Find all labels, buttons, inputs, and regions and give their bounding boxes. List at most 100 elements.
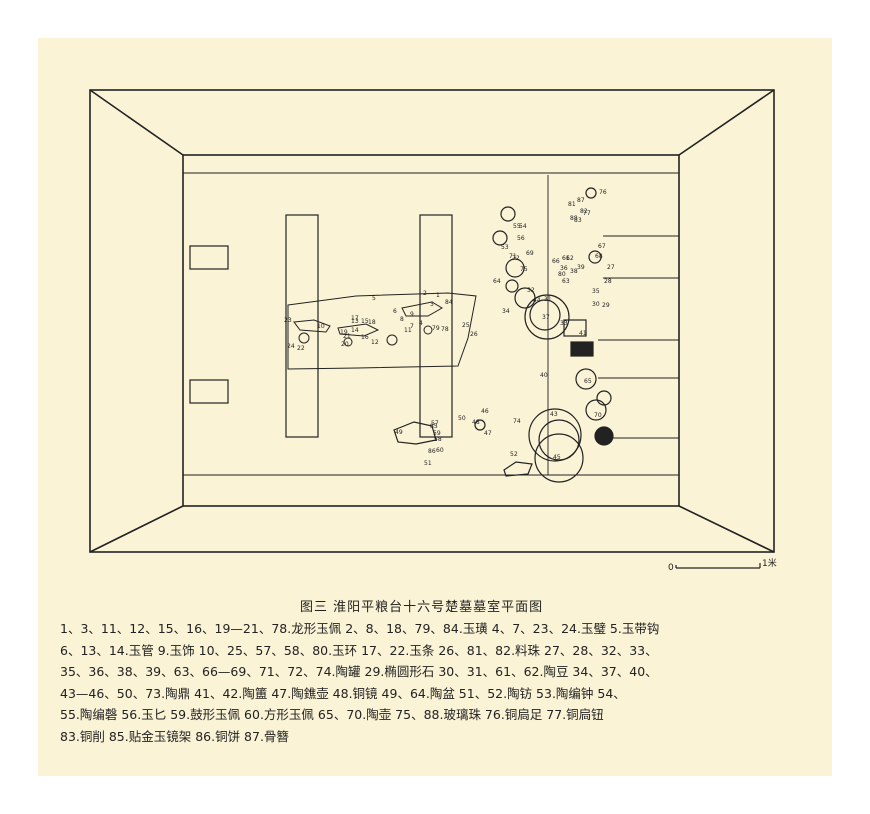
- artefact-label-55: 55: [513, 223, 521, 230]
- artefact-label-73: 73: [601, 435, 609, 442]
- artefact-label-45: 45: [553, 454, 561, 461]
- artefact-label-53: 53: [501, 244, 509, 251]
- figure-title: 图三 淮阳平粮台十六号楚墓墓室平面图: [300, 600, 544, 615]
- artefact-label-68: 68: [595, 253, 603, 260]
- artefact-label-83: 83: [574, 217, 582, 224]
- artefact-label-28: 28: [604, 278, 612, 285]
- scale-end: 1米: [762, 557, 777, 569]
- artefact-label-86: 86: [428, 448, 436, 455]
- artefact-label-63: 63: [562, 278, 570, 285]
- artefact-label-21: 21: [343, 333, 351, 340]
- artefact-label-26: 26: [470, 331, 478, 338]
- artefact-label-2: 2: [423, 290, 427, 297]
- artefact-label-38: 38: [570, 268, 578, 275]
- artefact-label-58: 58: [434, 436, 442, 443]
- artefact-label-16: 16: [361, 334, 369, 341]
- artefact-label-41: 41: [579, 330, 587, 337]
- inner-chamber: [182, 154, 680, 507]
- side-compartment: [189, 379, 229, 404]
- artefact-label-37: 37: [542, 314, 550, 321]
- artefact-label-34: 34: [502, 308, 510, 315]
- artefact-label-74: 74: [513, 418, 521, 425]
- artefact-label-87: 87: [577, 197, 585, 204]
- artefact-label-17: 17: [351, 315, 359, 322]
- artefact-label-12: 12: [371, 339, 379, 346]
- artefact-label-61: 61: [562, 255, 570, 262]
- artefact-label-50: 50: [458, 415, 466, 422]
- coffin-objects: [293, 301, 443, 347]
- artefact-label-24: 24: [287, 343, 295, 350]
- artefact-label-40: 40: [540, 372, 548, 379]
- compartment-lines: [547, 175, 679, 475]
- artefact-label-14: 14: [351, 327, 359, 334]
- artefact-label-79: 79: [432, 325, 440, 332]
- artefact-label-9: 9: [410, 311, 414, 318]
- artefact-label-20: 20: [341, 341, 349, 348]
- artefact-label-67: 67: [598, 243, 606, 250]
- artefact-label-30: 30: [592, 301, 600, 308]
- artefact-label-64: 64: [493, 278, 501, 285]
- artefact-label-51: 51: [424, 460, 432, 467]
- artefact-label-54: 54: [519, 223, 527, 230]
- artefact-number-labels: 1234567891011121314151617181920212223242…: [284, 189, 615, 467]
- artefact-label-6: 6: [393, 308, 397, 315]
- artefact-label-35: 35: [592, 288, 600, 295]
- artefact-label-69: 69: [526, 250, 534, 257]
- artefact-label-65: 65: [584, 378, 592, 385]
- artefacts: [393, 187, 614, 483]
- artefact-label-78: 78: [441, 326, 449, 333]
- artefact-label-8: 8: [400, 316, 404, 323]
- outer-pit: [89, 89, 775, 553]
- artefact-label-46: 46: [481, 408, 489, 415]
- artefact-label-33: 33: [560, 320, 568, 327]
- artefact-label-11: 11: [404, 327, 412, 334]
- artefact-label-43: 43: [550, 411, 558, 418]
- artefact-label-23: 23: [284, 317, 292, 324]
- legend-line: 43—46、50、73.陶鼎 41、42.陶簠 47.陶鐎壶 48.铜镜 49、…: [60, 685, 626, 701]
- artefact-label-85: 85: [430, 423, 438, 430]
- legend-line: 55.陶编磬 56.玉匕 59.鼓形玉佩 60.方形玉佩 65、70.陶壶 75…: [60, 707, 604, 722]
- beam-left: [285, 214, 319, 438]
- artefact-label-25: 25: [462, 322, 470, 329]
- artefact-label-81: 81: [568, 201, 576, 208]
- corner-line: [89, 505, 184, 553]
- artefact-label-42: 42: [580, 350, 588, 357]
- artefact-label-18: 18: [368, 319, 376, 326]
- figure-legend: 1、3、11、12、15、16、19—21、78.龙形玉佩 2、8、18、79、…: [60, 618, 820, 747]
- scale-bar: 0 1米: [668, 557, 777, 573]
- legend-line: 83.铜削 85.贴金玉镜架 86.铜饼 87.骨簪: [60, 728, 289, 744]
- artefact-label-48: 48: [472, 419, 480, 426]
- artefact-label-15: 15: [361, 318, 369, 325]
- artefact-label-22: 22: [297, 345, 305, 352]
- legend-line: 35、36、38、39、63、66—69、71、72、74.陶罐 29.椭圆形石…: [60, 664, 658, 679]
- artefact-label-1: 1: [436, 292, 440, 299]
- artefact-label-66: 66: [552, 258, 560, 265]
- artefact-label-59: 59: [433, 430, 441, 437]
- artefact-label-29: 29: [602, 302, 610, 309]
- artefact-label-5: 5: [372, 295, 376, 302]
- artefact-label-56: 56: [517, 235, 525, 242]
- artefact-label-49: 49: [395, 429, 403, 436]
- artefact-label-71: 71: [509, 253, 517, 260]
- artefact-label-7: 7: [410, 323, 414, 330]
- artefact-label-75: 75: [520, 266, 528, 273]
- beam-right: [419, 214, 453, 438]
- artefact-label-4: 4: [419, 320, 423, 327]
- scale-zero: 0: [668, 563, 674, 573]
- artefact-label-27: 27: [607, 264, 615, 271]
- corner-line: [678, 505, 775, 553]
- legend-line: 6、13、14.玉管 9.玉饰 10、25、57、58、80.玉环 17、22.…: [60, 642, 658, 658]
- artefact-label-13: 13: [351, 318, 359, 325]
- artefact-label-76: 76: [599, 189, 607, 196]
- side-compartment: [189, 245, 229, 270]
- artefact-label-80: 80: [558, 271, 566, 278]
- artefact-label-62: 62: [566, 255, 574, 262]
- artefact-label-72: 72: [512, 255, 520, 262]
- artefact-label-52: 52: [510, 451, 518, 458]
- artefact-label-10: 10: [317, 323, 325, 330]
- artefact-label-19: 19: [340, 329, 348, 336]
- artefact-label-57: 57: [431, 420, 439, 427]
- tomb-plan-diagram: 1234567891011121314151617181920212223242…: [89, 89, 777, 573]
- artefact-label-36: 36: [560, 265, 568, 272]
